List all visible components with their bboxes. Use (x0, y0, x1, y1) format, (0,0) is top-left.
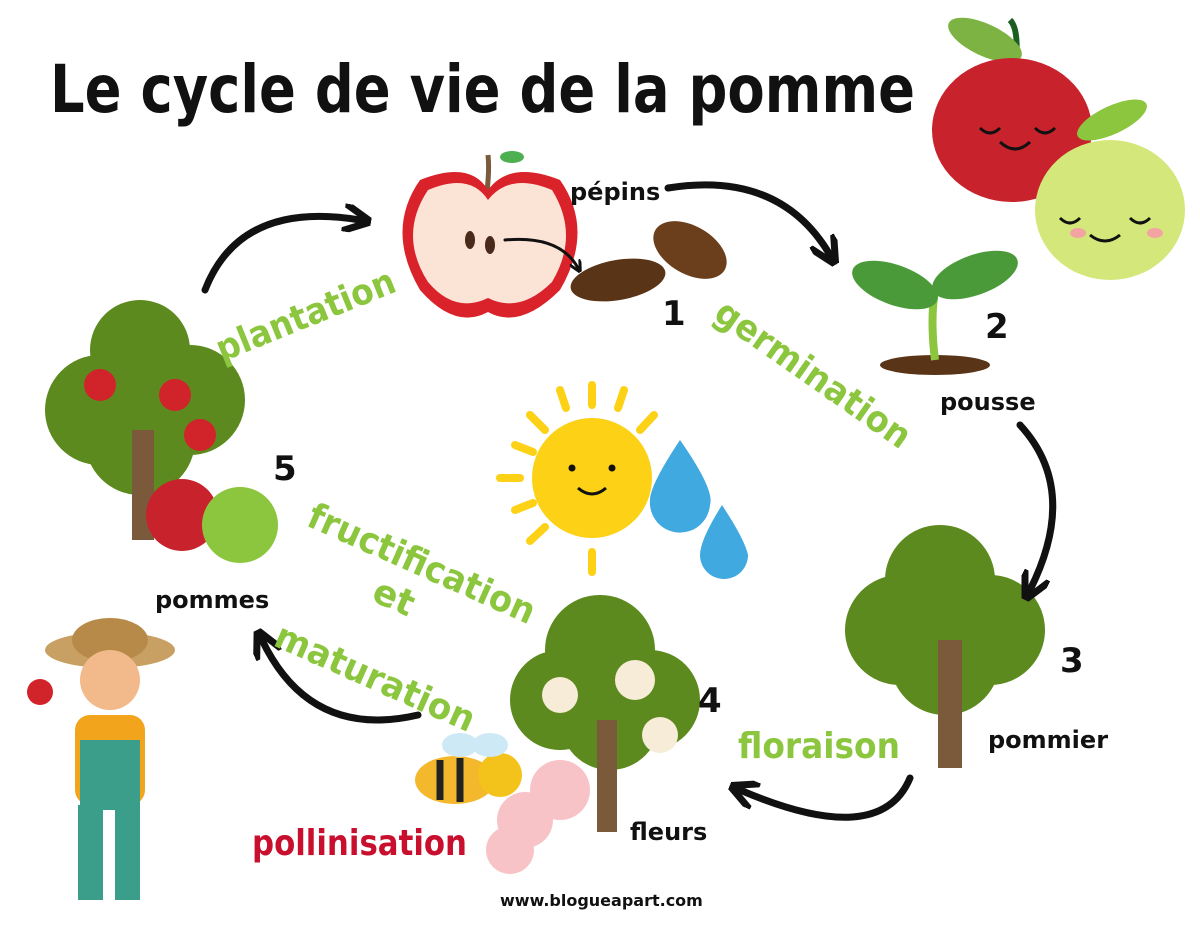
process-plantation: plantation (210, 261, 402, 370)
apple-tree-icon (845, 525, 1045, 768)
stage-label-pousse: pousse (940, 388, 1036, 416)
seeds-icon (570, 221, 727, 302)
bee-icon (415, 733, 522, 804)
sprout-icon (852, 250, 1018, 375)
sun-icon (496, 381, 658, 576)
smiling-apples-icon (932, 17, 1185, 280)
stage-label-pepins: pépins (570, 178, 660, 206)
blossom-flowers-icon (486, 760, 590, 874)
stage-number-1: 1 (662, 294, 686, 334)
apple-half-icon (402, 151, 578, 318)
apples-icon (146, 479, 278, 563)
stage-label-pommier: pommier (988, 726, 1108, 754)
arrow-plantation-icon (201, 216, 360, 294)
process-floraison: floraison (738, 726, 900, 767)
arrow-fructification-icon (262, 640, 422, 724)
farmer-icon (27, 618, 175, 900)
stage-label-fleurs: fleurs (630, 818, 707, 846)
flowering-tree-icon (510, 595, 700, 832)
stage-number-3: 3 (1060, 641, 1084, 681)
page-title: Le cycle de vie de la pomme (50, 51, 915, 128)
water-drops-icon (649, 440, 748, 579)
stage-number-5: 5 (273, 449, 297, 489)
stage-number-2: 2 (985, 307, 1009, 347)
arrow-growth-icon (1016, 421, 1057, 590)
process-pollinisation: pollinisation (252, 823, 467, 864)
process-fructification: fructification (301, 496, 541, 633)
website-credit: www.blogueapart.com (500, 891, 703, 910)
stage-label-pommes: pommes (155, 586, 269, 614)
arrow-germination-icon (664, 181, 830, 255)
stage-number-4: 4 (698, 681, 722, 721)
arrow-seed-icon (503, 237, 578, 268)
arrow-floraison-icon (740, 774, 914, 821)
process-germination: germination (707, 292, 919, 458)
